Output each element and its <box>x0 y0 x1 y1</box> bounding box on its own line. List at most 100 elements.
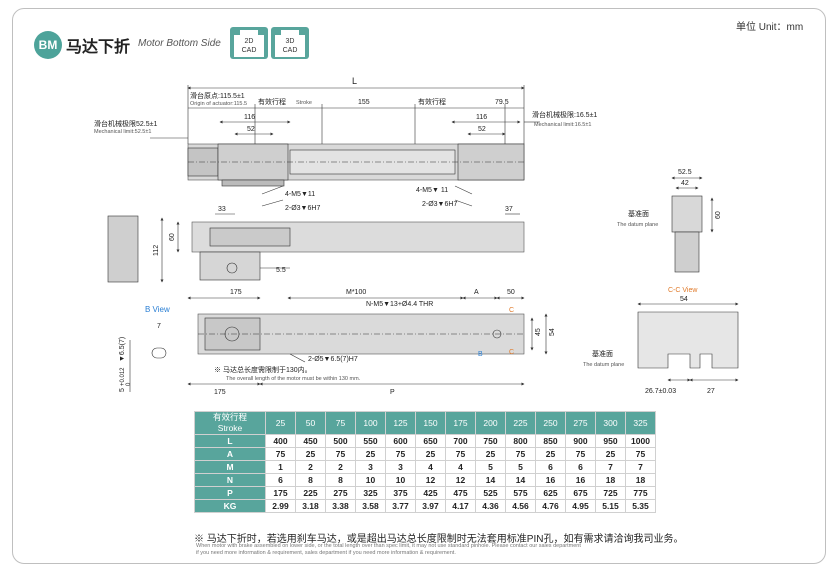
table-cell: 900 <box>565 434 596 448</box>
cad-2d-button[interactable]: 2D CAD <box>230 27 268 59</box>
table-cell: 4.17 <box>445 499 476 513</box>
origin-label: 滑台原点:115.5±1 <box>190 91 245 100</box>
col-header: 225 <box>505 411 536 435</box>
dim-45: 45 <box>535 328 542 336</box>
dim-60-end: 60 <box>715 211 722 219</box>
cad-2d-sublabel: CAD <box>241 47 257 54</box>
dim-79-5: 79.5 <box>495 99 509 106</box>
table-cell: 675 <box>565 486 596 500</box>
pin-right: 2-Ø3▼6H7 <box>422 201 457 208</box>
n-holes-label: N-M5▼13+Ø4.4 THR <box>366 301 433 308</box>
page-title: 马达下折 <box>66 39 131 56</box>
table-cell: 4.56 <box>505 499 536 513</box>
m5-left: 4-M5▼11 <box>285 191 315 198</box>
table-cell: 4.36 <box>475 499 506 513</box>
table-cell: 850 <box>535 434 566 448</box>
table-cell: 400 <box>265 434 296 448</box>
col-header: 125 <box>385 411 416 435</box>
table-cell: 3 <box>385 460 416 474</box>
table-cell: 550 <box>355 434 386 448</box>
table-cell: 75 <box>325 447 356 461</box>
col-header: 300 <box>595 411 626 435</box>
table-cell: 14 <box>505 473 536 487</box>
col-header: 200 <box>475 411 506 435</box>
table-cell: 575 <box>505 486 536 500</box>
table-cell: 18 <box>625 473 656 487</box>
table-cell: 5.15 <box>595 499 626 513</box>
cad-2d-label: 2D <box>244 38 254 45</box>
tol-a: 5 <box>119 388 126 392</box>
table-cell: 18 <box>595 473 626 487</box>
c-marker-top: C <box>509 307 514 314</box>
table-cell: 3 <box>355 460 386 474</box>
col-header: 175 <box>445 411 476 435</box>
table-cell: 12 <box>415 473 446 487</box>
spec-header-row: 有效行程 Stroke 25 50 75 100 125 150 175 200… <box>194 411 656 435</box>
stroke-label-1: 有效行程 <box>258 97 286 106</box>
table-cell: 7 <box>595 460 626 474</box>
dim-175-top: 175 <box>230 289 242 296</box>
table-cell: 625 <box>535 486 566 500</box>
table-cell: 75 <box>385 447 416 461</box>
table-cell: 6 <box>535 460 566 474</box>
table-cell: 750 <box>475 434 506 448</box>
table-cell: 7 <box>625 460 656 474</box>
table-cell: 5 <box>475 460 506 474</box>
dim-112: 112 <box>153 245 160 256</box>
tol-c: 0 <box>126 382 132 386</box>
table-cell: 75 <box>625 447 656 461</box>
dim-50: 50 <box>507 289 515 296</box>
dim-33: 33 <box>218 206 226 213</box>
dim-116-right: 116 <box>476 114 487 121</box>
folder-tab-icon <box>281 30 299 35</box>
mech-limit-right-en: Mechanical limit:16.5±1 <box>534 122 591 128</box>
dim-52-left: 52 <box>247 126 255 133</box>
dim-42: 42 <box>681 180 689 187</box>
dim-60-side: 60 <box>169 233 176 241</box>
tol-d: ▼6.5(7) <box>119 337 126 362</box>
dim-26-7: 26.7±0.03 <box>645 388 676 395</box>
b-view-label: B View <box>145 305 170 314</box>
drawing-frame <box>12 8 826 564</box>
stroke-label-2: 有效行程 <box>418 97 446 106</box>
col-header: 75 <box>325 411 356 435</box>
table-cell: 14 <box>475 473 506 487</box>
table-cell: 950 <box>595 434 626 448</box>
unit-label: 单位 Unit：mm <box>736 22 804 33</box>
table-cell: 6 <box>265 473 296 487</box>
table-cell: 375 <box>385 486 416 500</box>
table-cell: 4.76 <box>535 499 566 513</box>
table-cell: 6 <box>565 460 596 474</box>
table-cell: 2 <box>325 460 356 474</box>
table-cell: 3.97 <box>415 499 446 513</box>
pin-left: 2-Ø3▼6H7 <box>285 205 320 212</box>
table-cell: 175 <box>265 486 296 500</box>
table-cell: 650 <box>415 434 446 448</box>
table-cell: 3.18 <box>295 499 326 513</box>
table-cell: 600 <box>385 434 416 448</box>
row-label: L <box>194 434 266 448</box>
dim-155: 155 <box>358 99 370 106</box>
table-cell: 5.35 <box>625 499 656 513</box>
table-cell: 3.77 <box>385 499 416 513</box>
datum-label-1: 基准面 <box>628 209 649 218</box>
dim-m100: M*100 <box>346 289 366 296</box>
table-cell: 225 <box>295 486 326 500</box>
table-cell: 3.38 <box>325 499 356 513</box>
table-cell: 425 <box>415 486 446 500</box>
table-cell: 500 <box>325 434 356 448</box>
table-cell: 4 <box>415 460 446 474</box>
table-cell: 75 <box>445 447 476 461</box>
mech-limit-left-en: Mechanical limit:52.5±1 <box>94 129 151 135</box>
mech-limit-left: 滑台机械极限52.5±1 <box>94 119 157 128</box>
row-label: N <box>194 473 266 487</box>
folder-tab-icon <box>240 30 258 35</box>
dim-52-5: 52.5 <box>678 169 692 176</box>
table-cell: 4.95 <box>565 499 596 513</box>
row-label: M <box>194 460 266 474</box>
